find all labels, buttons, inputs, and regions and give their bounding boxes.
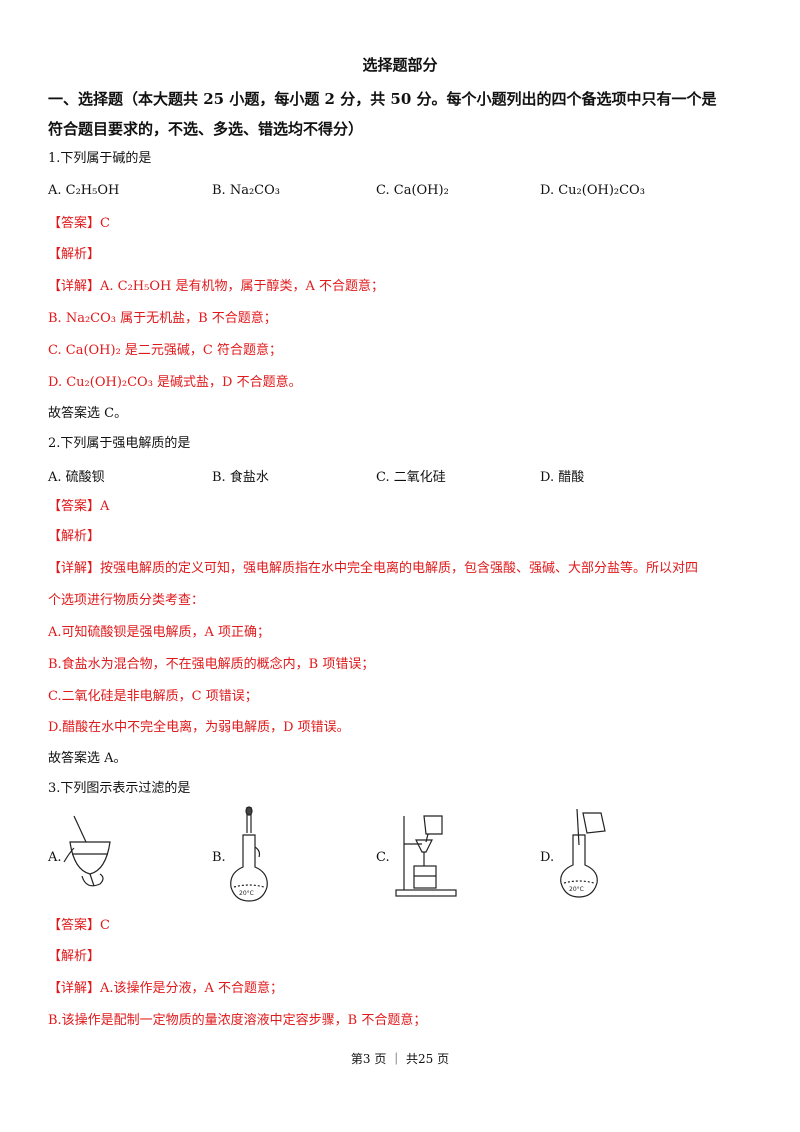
q1-option-b: B. Na₂CO₃	[212, 183, 280, 198]
q2-detail-2: 个选项进行物质分类考查：	[48, 593, 205, 608]
q2-option-a: A. 硫酸钡	[48, 470, 105, 485]
q2-option-c: C. 二氧化硅	[376, 470, 446, 485]
svg-text:20°C: 20°C	[239, 890, 254, 897]
q3-detail-1: 【详解】A.该操作是分液，A 不合题意；	[48, 981, 284, 996]
q2-detail-6: D.醋酸在水中不完全电离，为弱电解质，D 项错误。	[48, 720, 350, 735]
q2-option-b: B. 食盐水	[212, 470, 269, 485]
q1-detail-1: 【详解】A. C₂H₅OH 是有机物，属于醇类，A 不合题意；	[48, 279, 385, 294]
q1-option-a: A. C₂H₅OH	[48, 183, 120, 198]
q2-option-d: D. 醋酸	[540, 470, 585, 485]
volumetric-flask-dropper-figure: 20°C	[230, 806, 268, 902]
q1-conclusion: 故答案选 C。	[48, 406, 128, 421]
q2-detail-5: C.二氧化硅是非电解质，C 项错误；	[48, 689, 258, 704]
q1-analysis-label: 【解析】	[48, 247, 101, 262]
q3-analysis-label: 【解析】	[48, 949, 101, 964]
q2-detail-3: A.可知硫酸钡是强电解质，A 项正确；	[48, 625, 271, 640]
page-title: 选择题部分	[362, 56, 438, 74]
q3-fig-c-label: C.	[376, 850, 390, 865]
separatory-funnel-figure	[63, 815, 111, 887]
q1-detail-3: C. Ca(OH)₂ 是二元强碱，C 符合题意；	[48, 343, 283, 358]
section-heading-line2: 符合题目要求的，不选、多选、错选均不得分）	[48, 120, 364, 138]
volumetric-flask-transfer-figure: 20°C	[560, 808, 606, 898]
q3-fig-d-label: D.	[540, 850, 555, 865]
q1-answer: 【答案】C	[48, 216, 110, 231]
q3-detail-2: B.该操作是配制一定物质的量浓度溶液中定容步骤，B 不合题意；	[48, 1013, 427, 1028]
page-footer: 第3 页 ｜ 共25 页	[350, 1052, 450, 1066]
q1-detail-2: B. Na₂CO₃ 属于无机盐，B 不合题意；	[48, 311, 277, 326]
q3-answer: 【答案】C	[48, 918, 110, 933]
q2-answer: 【答案】A	[48, 499, 110, 514]
svg-text:20°C: 20°C	[569, 886, 584, 893]
section-heading-line1: 一、选择题（本大题共 25 小题，每小题 2 分，共 50 分。每个小题列出的四…	[48, 90, 717, 108]
q3-fig-b-label: B.	[212, 850, 226, 865]
q2-analysis-label: 【解析】	[48, 529, 101, 544]
q3-stem: 3.下列图示表示过滤的是	[48, 781, 191, 796]
q2-conclusion: 故答案选 A。	[48, 751, 127, 766]
filtration-apparatus-figure	[395, 815, 457, 897]
q3-fig-a-label: A.	[48, 850, 62, 865]
q1-option-d: D. Cu₂(OH)₂CO₃	[540, 183, 645, 198]
q1-option-c: C. Ca(OH)₂	[376, 183, 449, 198]
q2-stem: 2.下列属于强电解质的是	[48, 436, 191, 451]
q1-stem: 1.下列属于碱的是	[48, 151, 152, 166]
q2-detail-4: B.食盐水为混合物，不在强电解质的概念内，B 项错误；	[48, 657, 375, 672]
q1-detail-4: D. Cu₂(OH)₂CO₃ 是碱式盐，D 不合题意。	[48, 375, 302, 390]
q2-detail-1: 【详解】按强电解质的定义可知，强电解质指在水中完全电离的电解质，包含强酸、强碱、…	[48, 561, 699, 576]
